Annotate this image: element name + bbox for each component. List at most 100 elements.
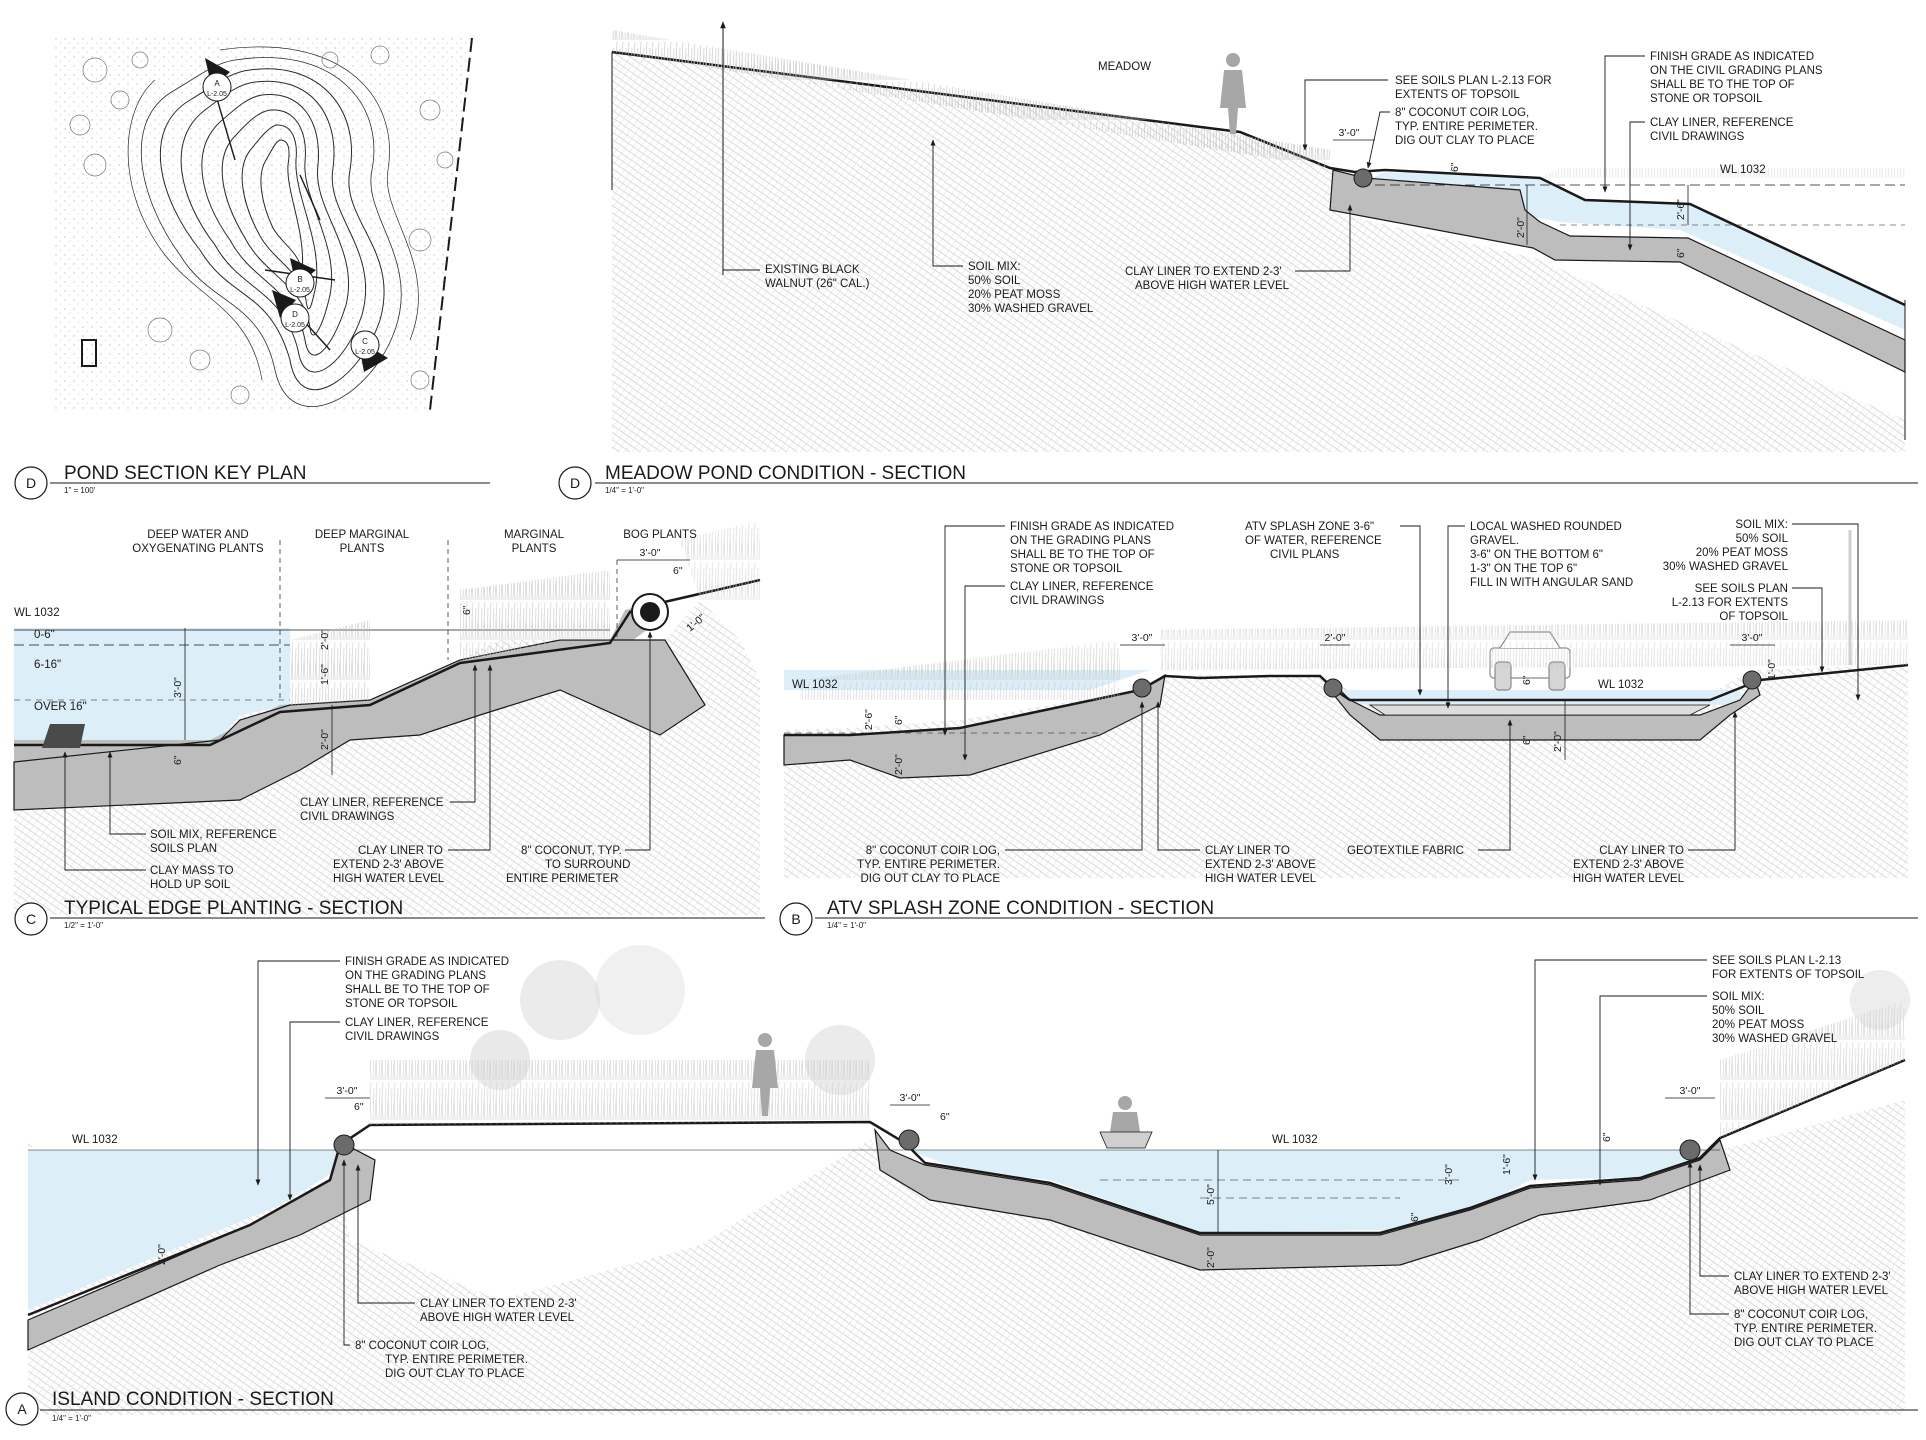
island-coir-log-right bbox=[1679, 1139, 1701, 1161]
key-plan: A L-2.05 B L-2.05 C L-2.05 D L-2.05 D PO… bbox=[14, 37, 490, 500]
meadow-note-finish-3: SHALL BE TO THE TOP OF bbox=[1650, 79, 1795, 91]
edge-badge bbox=[14, 902, 48, 936]
meadow-note-soilmix-4: 30% WASHED GRAVEL bbox=[968, 303, 1094, 315]
island-person bbox=[752, 1033, 778, 1116]
svg-text:1'-0": 1'-0" bbox=[1766, 659, 1778, 680]
svg-text:GEOTEXTILE FABRIC: GEOTEXTILE FABRIC bbox=[1347, 845, 1464, 857]
svg-text:3'-0": 3'-0" bbox=[337, 1085, 358, 1097]
edge-scale: 1/2" = 1'-0" bbox=[64, 921, 103, 930]
svg-text:8" COCONUT COIR LOG,TYP. ENTIR: 8" COCONUT COIR LOG, TYP. ENTIRE PERIMETE… bbox=[1395, 107, 1538, 147]
svg-text:3'-0": 3'-0" bbox=[1132, 632, 1153, 644]
key-plan-badge bbox=[14, 466, 48, 500]
edge-depth-0-6: 0-6" bbox=[34, 629, 55, 641]
atv-coir-log-left bbox=[1132, 678, 1152, 698]
svg-text:6": 6" bbox=[1409, 1212, 1421, 1222]
meadow-section: MEADOW WL 1032 SEE SOILS PLAN L-2.13 FOR… bbox=[558, 21, 1918, 500]
svg-text:6": 6" bbox=[461, 605, 473, 615]
svg-text:3'-0": 3'-0" bbox=[1443, 1164, 1455, 1185]
edge-water bbox=[14, 628, 290, 740]
svg-text:8" COCONUT COIR LOG,TYP. ENTIR: 8" COCONUT COIR LOG,TYP. ENTIRE PERIMETE… bbox=[857, 845, 1000, 885]
meadow-wl: WL 1032 bbox=[1720, 164, 1766, 176]
key-callout-c-sheet: L-2.05 bbox=[355, 349, 375, 356]
meadow-note-soilmix-1: SOIL MIX: bbox=[968, 261, 1021, 273]
meadow-note-extend-2: ABOVE HIGH WATER LEVEL bbox=[1135, 280, 1290, 292]
edge-badge-letter: C bbox=[26, 911, 36, 927]
island-boat bbox=[1099, 1096, 1153, 1149]
svg-text:2'-6": 2'-6" bbox=[863, 709, 875, 730]
svg-text:6": 6" bbox=[1521, 735, 1533, 745]
meadow-person bbox=[1220, 53, 1246, 134]
meadow-dims: 3'-0" 6" 2'-0" 2'-6" 6" bbox=[1333, 127, 1689, 258]
meadow-note-walnut-1: EXISTING BLACK bbox=[765, 264, 860, 276]
meadow-badge bbox=[558, 466, 592, 500]
island-water-center bbox=[910, 1150, 1720, 1232]
svg-text:BOG PLANTS: BOG PLANTS bbox=[623, 529, 697, 541]
island-wl-center: WL 1032 bbox=[1272, 1134, 1318, 1146]
island-dims: 3'-0" 6" 2'-0" 3'-0" 6" 5'-0" 2'-0" 3'-0… bbox=[156, 1085, 1715, 1268]
meadow-note-finish-2: ON THE CIVIL GRADING PLANS bbox=[1650, 65, 1823, 77]
svg-text:2'-0": 2'-0" bbox=[319, 729, 331, 750]
svg-text:6": 6" bbox=[940, 1111, 950, 1123]
svg-text:3'-0": 3'-0" bbox=[900, 1092, 921, 1104]
svg-text:8" COCONUT COIR LOG,TYP. ENTIR: 8" COCONUT COIR LOG,TYP. ENTIRE PERIMETE… bbox=[1734, 1309, 1877, 1349]
island-finish-grade bbox=[27, 1058, 1906, 1317]
atv-badge-letter: B bbox=[791, 911, 800, 927]
island-wl-left: WL 1032 bbox=[72, 1134, 118, 1146]
svg-text:6": 6" bbox=[893, 715, 905, 725]
svg-text:CLAY LINER TO EXTEND 2-3'ABOVE: CLAY LINER TO EXTEND 2-3' ABOVE HIGH WATE… bbox=[1125, 266, 1290, 292]
edge-clay-mass bbox=[42, 724, 85, 748]
key-callout-b: B bbox=[297, 275, 302, 284]
atv-finish-grade bbox=[784, 663, 1909, 737]
meadow-clay-liner bbox=[1329, 169, 1906, 373]
key-callout-a: A bbox=[214, 79, 220, 88]
svg-text:8" COCONUT COIR LOG,TYP. ENTIR: 8" COCONUT COIR LOG,TYP. ENTIRE PERIMETE… bbox=[355, 1340, 528, 1380]
svg-text:6": 6" bbox=[1521, 675, 1533, 685]
island-scale: 1/4" = 1'-0" bbox=[52, 1414, 91, 1423]
edge-title: TYPICAL EDGE PLANTING - SECTION bbox=[64, 898, 403, 919]
atv-section: WL 1032 WL 1032 FINISH GRADE AS INDICATE… bbox=[779, 519, 1918, 936]
meadow-note-extend-1: CLAY LINER TO EXTEND 2-3' bbox=[1125, 266, 1282, 278]
meadow-note-coir-1: 8" COCONUT COIR LOG, bbox=[1395, 107, 1529, 119]
island-coir-log-center bbox=[898, 1129, 920, 1151]
svg-text:3'-0": 3'-0" bbox=[1742, 632, 1763, 644]
svg-text:3'-0": 3'-0" bbox=[1339, 127, 1360, 139]
island-trees bbox=[470, 945, 1910, 1095]
meadow-coir-log bbox=[1353, 168, 1373, 188]
meadow-title: MEADOW POND CONDITION - SECTION bbox=[605, 463, 966, 484]
key-plan-scale: 1" = 100' bbox=[64, 486, 96, 495]
island-title: ISLAND CONDITION - SECTION bbox=[52, 1389, 334, 1410]
key-callout-c: C bbox=[362, 337, 368, 346]
svg-text:2'-0": 2'-0" bbox=[1325, 632, 1346, 644]
meadow-note-coir-3: DIG OUT CLAY TO PLACE bbox=[1395, 135, 1535, 147]
svg-text:6": 6" bbox=[673, 565, 683, 577]
meadow-label: MEADOW bbox=[1098, 61, 1151, 73]
meadow-note-soilmix-3: 20% PEAT MOSS bbox=[968, 289, 1061, 301]
svg-text:CLAY LINER TO EXTEND 2-3'ABOVE: CLAY LINER TO EXTEND 2-3'ABOVE HIGH WATE… bbox=[1734, 1271, 1891, 1297]
meadow-badge-letter: D bbox=[570, 475, 580, 491]
key-callout-d: D bbox=[292, 310, 298, 319]
island-section: WL 1032 WL 1032 FINISH GRADE AS INDICATE… bbox=[5, 945, 1918, 1426]
meadow-note-coir-2: TYP. ENTIRE PERIMETER. bbox=[1395, 121, 1538, 133]
edge-wl: WL 1032 bbox=[14, 607, 60, 619]
island-badge-letter: A bbox=[17, 1401, 27, 1417]
meadow-note-clay-ref-1: CLAY LINER, REFERENCE bbox=[1650, 117, 1794, 129]
svg-text:3'-0": 3'-0" bbox=[640, 547, 661, 559]
